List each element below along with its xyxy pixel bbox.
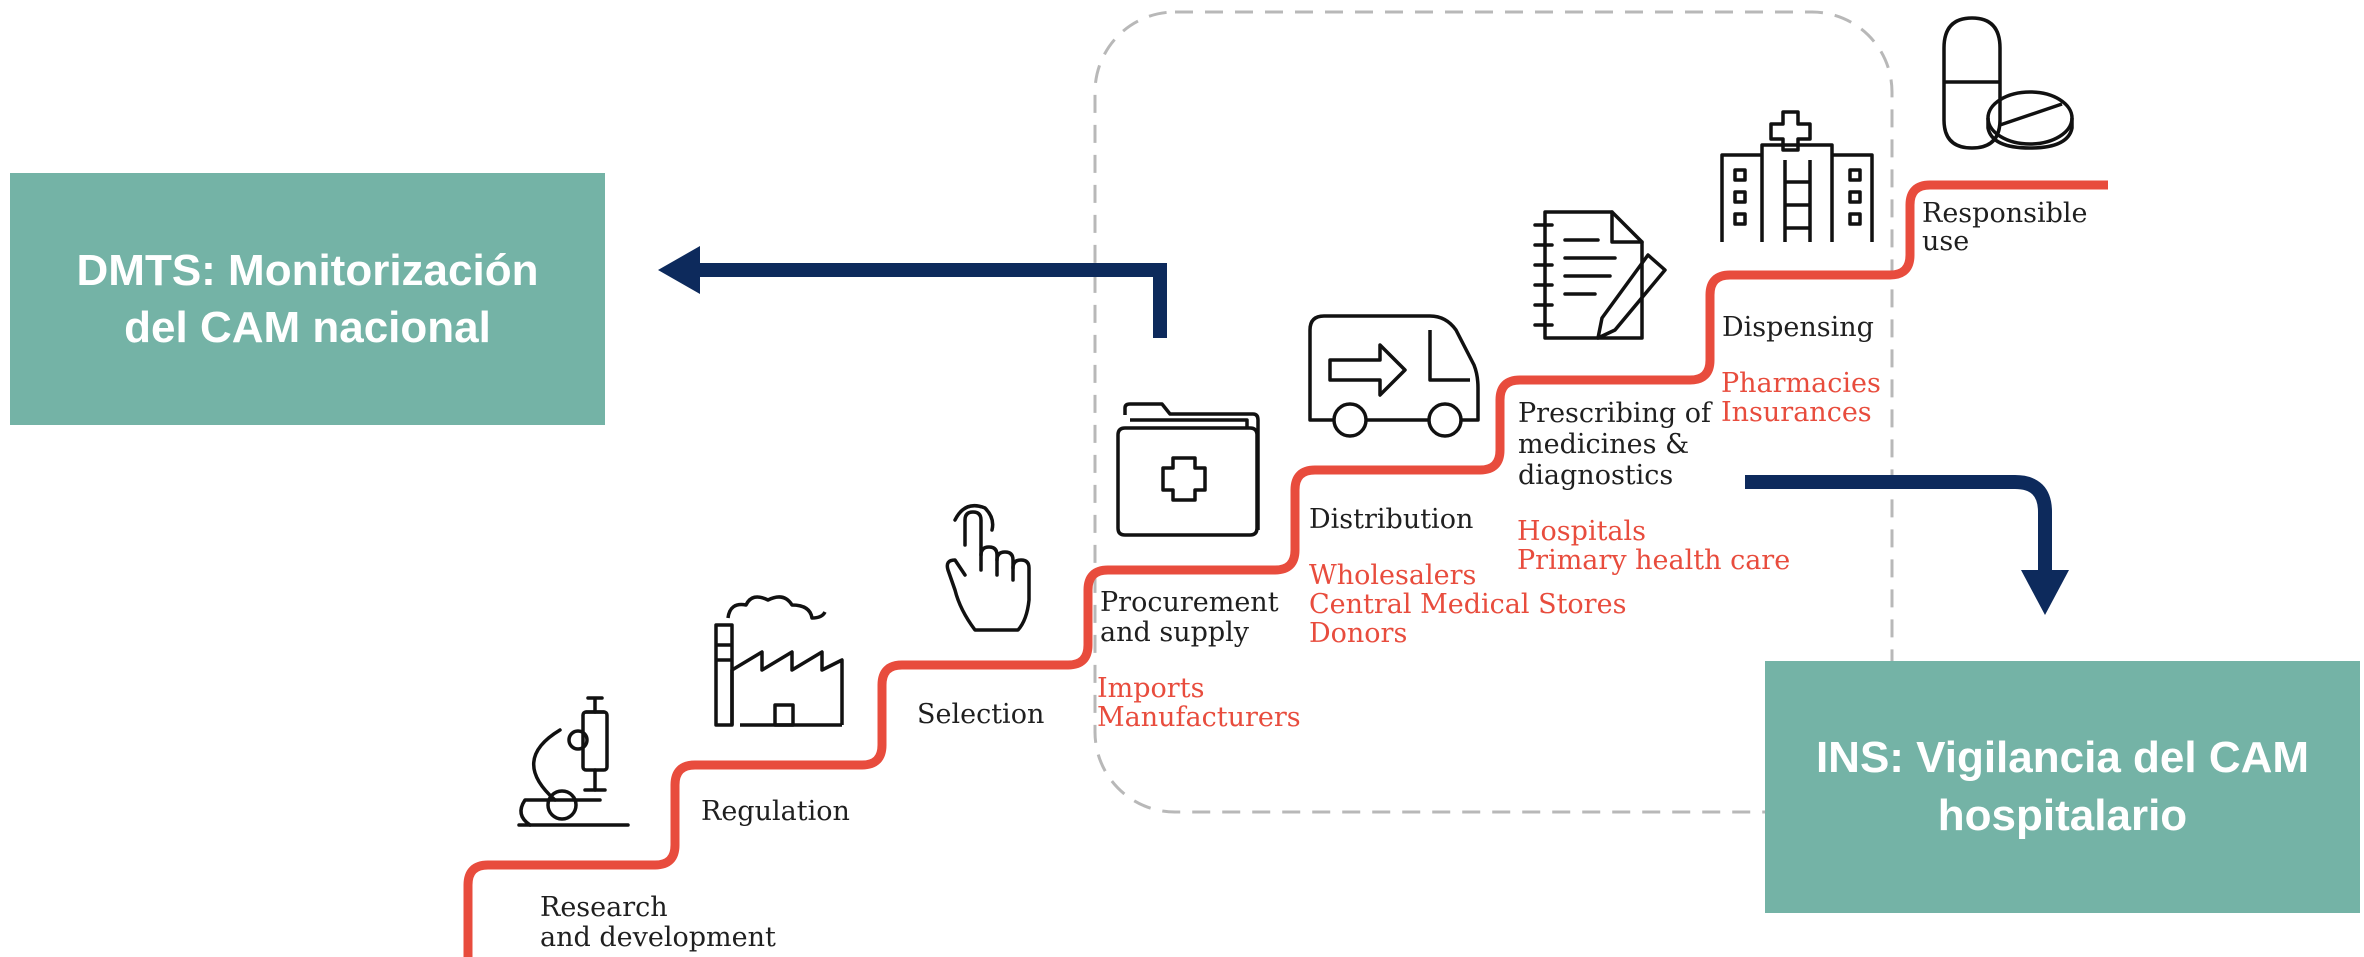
ins-surveillance-box-text: INS: Vigilancia del CAM hospitalario <box>1816 729 2309 845</box>
hand-pointer-icon <box>945 504 1031 632</box>
actor-label: Wholesalers <box>1309 560 1477 591</box>
step-label-line: Responsible <box>1922 198 2088 229</box>
step-label-line: and supply <box>1100 617 1250 648</box>
dmts-box-line-2: del CAM nacional <box>124 303 491 352</box>
stair-line <box>463 180 2108 957</box>
step-label-research: Research and development <box>540 893 776 953</box>
step-label-procurement: Procurement and supply <box>1100 588 1279 648</box>
medical-folder-icon <box>1116 402 1260 537</box>
step-label-line: and development <box>540 922 776 953</box>
actor-label: Donors <box>1309 618 1408 649</box>
step-label-line: Prescribing of <box>1518 398 1711 429</box>
step-label-line: diagnostics <box>1518 460 1674 491</box>
step-label-line: Procurement <box>1100 587 1279 618</box>
dmts-monitoring-box-text: DMTS: Monitorización del CAM nacional <box>77 242 539 356</box>
actor-label: Insurances <box>1721 397 1872 428</box>
step-label-line: use <box>1922 226 1970 257</box>
step-label-line: Selection <box>917 699 1045 730</box>
right-arrow <box>1745 475 2052 575</box>
prescription-notepad-icon <box>1533 210 1667 340</box>
dmts-box-line-1: DMTS: Monitorización <box>76 246 539 295</box>
factory-icon <box>714 595 844 727</box>
step-actors-distribution: Wholesalers Central Medical Stores Donor… <box>1309 561 1626 648</box>
microscope-icon <box>517 696 630 827</box>
step-label-distribution: Distribution <box>1309 505 1473 535</box>
ins-box-line-1: INS: Vigilancia del CAM <box>1815 733 2310 782</box>
actor-label: Imports <box>1097 673 1205 704</box>
step-label-selection: Selection <box>917 700 1044 730</box>
step-label-line: medicines & <box>1518 429 1690 460</box>
step-label-prescribing: Prescribing of medicines & diagnostics <box>1518 398 1711 491</box>
actor-label: Pharmacies <box>1721 368 1881 399</box>
step-actors-dispensing: Pharmacies Insurances <box>1721 369 1881 427</box>
actor-label: Hospitals <box>1517 516 1647 547</box>
step-label-dispensing: Dispensing <box>1722 313 1874 343</box>
ins-surveillance-box: INS: Vigilancia del CAM hospitalario <box>1765 661 2360 913</box>
step-label-line: Dispensing <box>1722 312 1874 343</box>
left-arrowhead <box>658 246 700 294</box>
left-arrow <box>695 263 1167 338</box>
step-label-line: Research <box>540 892 668 923</box>
step-actors-procurement: Imports Manufacturers <box>1097 674 1301 732</box>
dmts-monitoring-box: DMTS: Monitorización del CAM nacional <box>10 173 605 425</box>
step-label-responsible-use: Responsible use <box>1922 200 2087 256</box>
step-label-regulation: Regulation <box>701 797 850 827</box>
delivery-van-icon <box>1308 314 1480 438</box>
step-actors-prescribing: Hospitals Primary health care <box>1517 517 1790 575</box>
ins-box-line-2: hospitalario <box>1937 791 2188 840</box>
actor-label: Central Medical Stores <box>1309 589 1627 620</box>
pill-capsule-icon <box>1942 16 2074 150</box>
step-label-line: Distribution <box>1309 504 1474 535</box>
hospital-building-icon <box>1720 110 1874 242</box>
actor-label: Manufacturers <box>1097 702 1301 733</box>
actor-label: Primary health care <box>1517 545 1791 576</box>
step-label-line: Regulation <box>701 796 850 827</box>
supply-chain-dashed-region <box>1093 10 1894 814</box>
right-arrowhead <box>2021 570 2069 615</box>
